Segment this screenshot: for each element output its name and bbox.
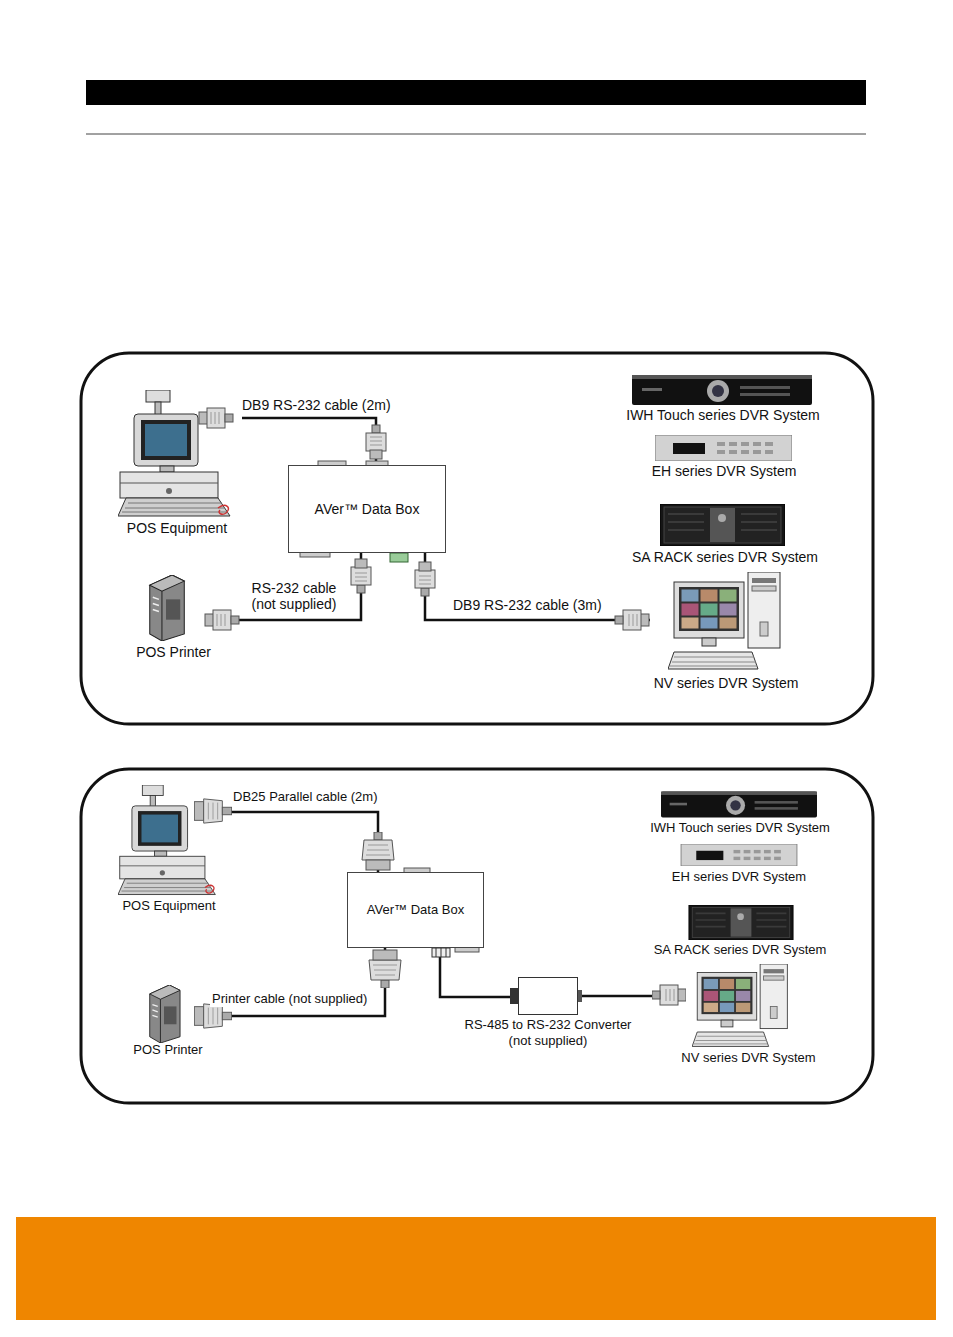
converter-caption: RS-485 to RS-232 Converter (not supplied… [458, 1017, 638, 1048]
header-bar [86, 80, 866, 105]
device-caption: EH series DVR System [672, 869, 806, 885]
device: EH series DVR System [668, 840, 810, 885]
cable-line [227, 553, 361, 620]
cable-label: RS-232 cable (not supplied) [242, 580, 346, 612]
device-caption: IWH Touch series DVR System [650, 820, 830, 836]
dvr-unit [681, 844, 797, 866]
device-caption: SA RACK series DVR System [632, 549, 818, 566]
device: NV series DVR System [650, 570, 802, 692]
cable-line [224, 812, 378, 872]
device-caption: NV series DVR System [654, 675, 799, 692]
db25-plug [362, 832, 394, 870]
dvr-unit [689, 905, 793, 940]
db25-plug [194, 799, 231, 823]
db9-plug [615, 610, 649, 630]
db9-plug [205, 610, 239, 630]
cable-label: DB9 RS-232 cable (3m) [451, 597, 604, 613]
device-caption: SA RACK series DVR System [654, 942, 827, 958]
box-label: AVer™ Data Box [367, 902, 464, 918]
terminal-block [432, 948, 450, 957]
panel-frame [81, 769, 873, 1103]
device: SA RACK series DVR System [650, 902, 830, 958]
db25-plug [194, 1004, 231, 1028]
cable-line [242, 418, 376, 465]
device-caption: POS Equipment [122, 898, 215, 914]
db9-plug [351, 559, 371, 593]
db9-plug [199, 408, 233, 428]
device: POS Printer [120, 570, 227, 661]
device-caption: NV series DVR System [681, 1050, 815, 1066]
device: IWH Touch series DVR System [647, 787, 833, 836]
db9-plug [415, 562, 435, 596]
panel-frame [81, 353, 873, 724]
device: EH series DVR System [640, 432, 808, 480]
db25-plug [369, 950, 401, 988]
device: IWH Touch series DVR System [620, 372, 826, 424]
terminal-pins [436, 948, 446, 957]
db9-plug [366, 425, 386, 459]
pc-dvr [692, 964, 787, 1046]
device-caption: POS Equipment [127, 520, 227, 537]
data-box: AVer™ Data Box [288, 465, 446, 553]
converter-box: RS-485 to RS-232 Converter (not supplied… [518, 977, 578, 1015]
pos-printer [150, 985, 180, 1043]
dvr-unit [655, 435, 792, 461]
device-caption: POS Printer [133, 1042, 202, 1058]
dvr-unit [661, 792, 817, 818]
cable-line [208, 948, 385, 1016]
cable-label: Printer cable (not supplied) [210, 992, 369, 1007]
dvr-unit [660, 504, 785, 546]
pc-dvr [668, 572, 780, 669]
device: NV series DVR System [678, 962, 819, 1066]
cable-label: DB25 Parallel cable (2m) [231, 790, 380, 805]
terminal-block [390, 553, 408, 562]
dvr-unit [632, 375, 812, 405]
device: SA RACK series DVR System [620, 502, 830, 566]
pos-printer [150, 575, 185, 641]
box-label: AVer™ Data Box [315, 501, 420, 518]
footer-bar [16, 1217, 936, 1320]
header-rule [86, 134, 866, 135]
cable-label: DB9 RS-232 cable (2m) [240, 397, 393, 413]
cable-line [440, 948, 518, 997]
device-caption: EH series DVR System [652, 463, 797, 480]
device: POS Printer [128, 983, 208, 1058]
data-box: AVer™ Data Box [347, 872, 484, 948]
device: POS Equipment [114, 783, 224, 914]
device-caption: POS Printer [136, 644, 211, 661]
device-caption: IWH Touch series DVR System [626, 407, 819, 424]
db9-plug [652, 985, 686, 1005]
cable-line [425, 553, 650, 620]
device: POS Equipment [112, 385, 242, 537]
